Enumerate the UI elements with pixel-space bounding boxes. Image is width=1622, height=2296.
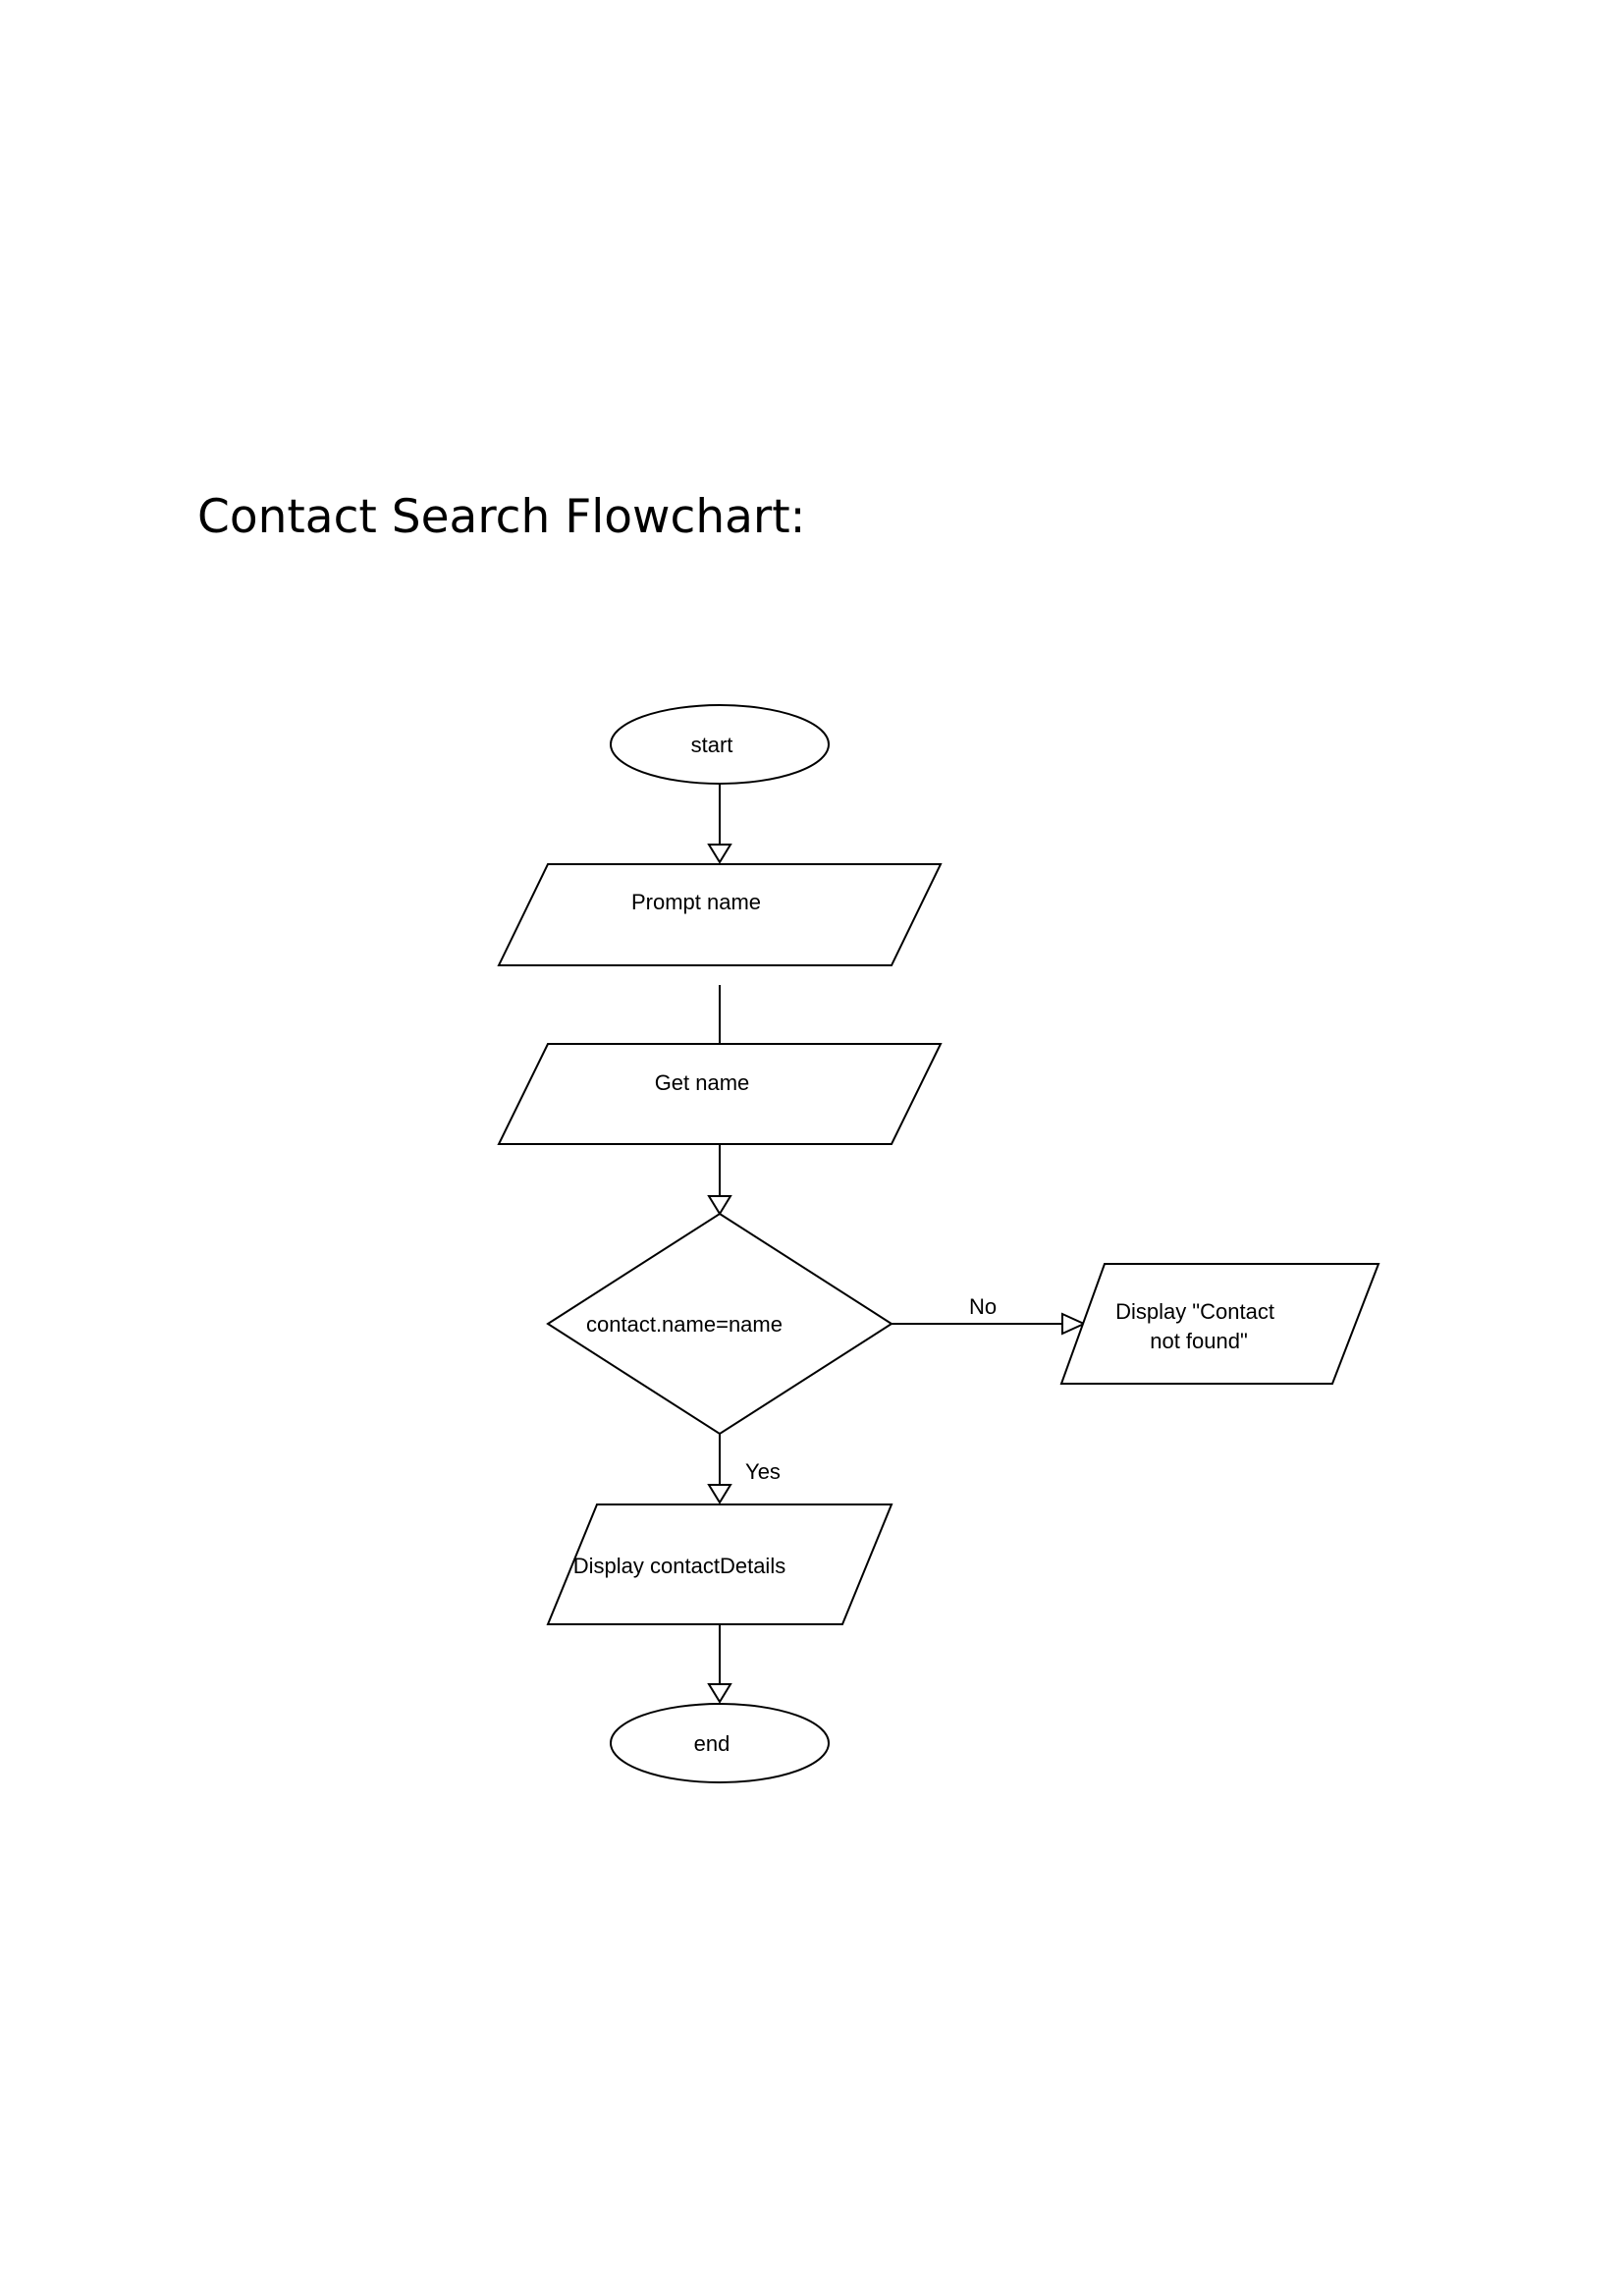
display-details-shape [546, 1503, 893, 1625]
end-node: end [610, 1703, 830, 1783]
get-name-shape [497, 1043, 943, 1145]
arrowhead-icon [707, 1195, 732, 1216]
arrowhead-icon [707, 844, 732, 864]
not-found-node: Display "Contact not found" [1059, 1263, 1380, 1385]
connector-get-to-decision [707, 1144, 732, 1216]
no-label: No [969, 1294, 997, 1319]
prompt-name-label: Prompt name [631, 890, 761, 914]
prompt-name-shape [497, 863, 943, 966]
connector-decision-no: No [892, 1294, 1087, 1336]
get-name-label: Get name [655, 1070, 750, 1095]
decision-node: contact.name=name [546, 1212, 893, 1436]
connector-decision-yes: Yes [707, 1434, 781, 1504]
arrowhead-icon [707, 1484, 732, 1504]
yes-label: Yes [745, 1459, 781, 1484]
end-ellipse [610, 1703, 830, 1783]
decision-label: contact.name=name [586, 1312, 783, 1337]
start-label: start [691, 733, 733, 757]
connector-start-to-prompt [707, 784, 732, 864]
prompt-name-node: Prompt name [497, 863, 943, 966]
arrowhead-icon [1061, 1312, 1087, 1336]
not-found-label-line1: Display "Contact [1115, 1299, 1274, 1324]
arrowhead-icon [707, 1683, 732, 1704]
not-found-label-line2: not found" [1150, 1329, 1248, 1353]
display-details-label: Display contactDetails [573, 1554, 785, 1578]
connector-details-to-end [707, 1624, 732, 1704]
start-node: start [610, 704, 830, 785]
page-title: Contact Search Flowchart: [197, 490, 806, 544]
display-details-node: Display contactDetails [546, 1503, 893, 1625]
get-name-node: Get name [497, 1043, 943, 1145]
end-label: end [694, 1731, 730, 1756]
not-found-shape [1059, 1263, 1380, 1385]
